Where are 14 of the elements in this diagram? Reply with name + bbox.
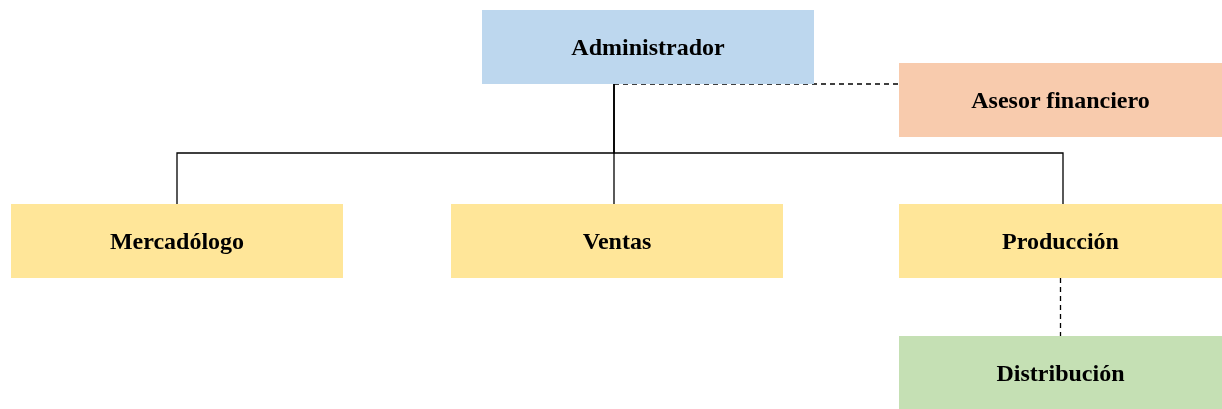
role-label: Mercadólogo [109, 227, 245, 256]
org-box [482, 10, 814, 84]
org-box [899, 204, 1222, 278]
role-label: Asesor financiero [971, 86, 1150, 115]
role-label: Producción [1002, 227, 1119, 256]
org-box [11, 204, 343, 278]
connector-line [613, 83, 1064, 205]
dashed-connector [1059, 277, 1062, 337]
role-label: Ventas [582, 227, 652, 256]
role-label: Administrador [571, 33, 725, 62]
org-box [451, 204, 783, 278]
org-box [899, 336, 1222, 409]
org-box [899, 63, 1222, 137]
role-label: Distribución [996, 358, 1125, 388]
